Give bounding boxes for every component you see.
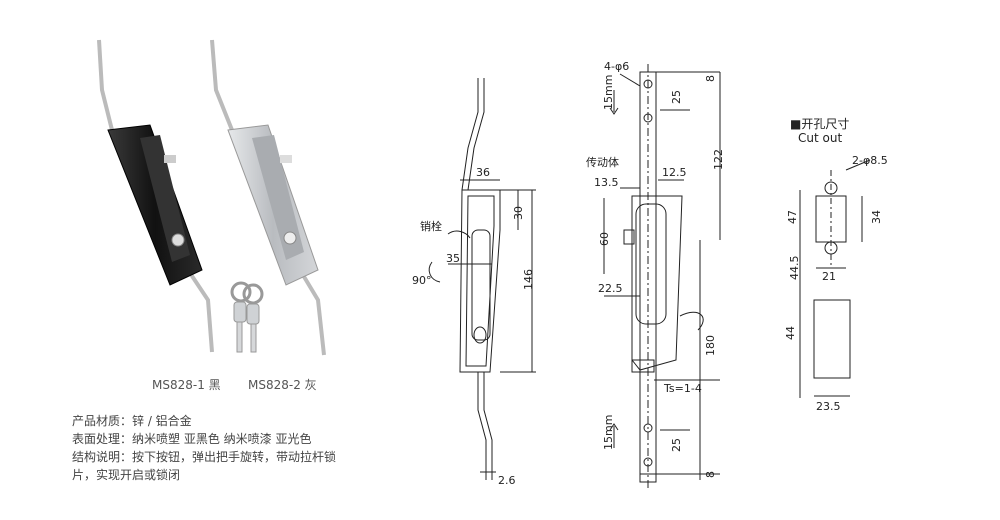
front-dim-25-top: 25 xyxy=(670,90,683,104)
front-dim-8-top: 8 xyxy=(704,75,717,82)
cutout-dim-34: 34 xyxy=(870,210,883,224)
side-dim-2-6: 2.6 xyxy=(498,474,516,487)
front-stroke-bottom: 15mm xyxy=(602,415,615,450)
side-dim-35: 35 xyxy=(446,252,460,265)
spec-finish: 表面处理：纳米喷塑 亚黑色 纳米喷漆 亚光色 xyxy=(72,432,312,446)
side-label-90: 90° xyxy=(412,274,432,287)
spec-material: 产品材质：锌 / 铝合金 xyxy=(72,414,192,428)
front-dim-8-bottom: 8 xyxy=(704,471,717,478)
front-stroke-top: 15mm xyxy=(602,75,615,110)
gray-handle xyxy=(210,39,326,356)
cutout-dim-44-5: 44.5 xyxy=(788,256,801,281)
front-dim-13-5: 13.5 xyxy=(594,176,619,189)
front-hole-spec: 4-φ6 xyxy=(604,60,629,73)
cutout-dim-21: 21 xyxy=(822,270,836,283)
cutout-hole-spec: 2-φ8.5 xyxy=(852,154,888,167)
side-view xyxy=(428,78,536,480)
front-dim-180: 180 xyxy=(704,335,717,356)
spec-structure: 结构说明：按下按钮，弹出把手旋转，带动拉杆锁 xyxy=(72,450,337,464)
front-label-body: 传动体 xyxy=(586,155,619,169)
product-photo xyxy=(97,39,326,356)
cutout-title-en: Cut out xyxy=(798,131,842,145)
front-dim-22-5: 22.5 xyxy=(598,282,623,295)
front-label-ts: Ts=1-4 xyxy=(663,382,702,395)
front-dim-122: 122 xyxy=(712,149,725,170)
cutout-dim-47: 47 xyxy=(786,210,799,224)
front-dim-12-5: 12.5 xyxy=(662,166,687,179)
front-view xyxy=(603,64,721,490)
product-label-gray: MS828-2 灰 xyxy=(248,378,317,392)
side-dim-146: 146 xyxy=(522,269,535,290)
cutout-dim-23-5: 23.5 xyxy=(816,400,841,413)
side-dim-30: 30 xyxy=(512,206,525,220)
side-dim-36: 36 xyxy=(476,166,490,179)
front-dim-60: 60 xyxy=(598,232,611,246)
black-handle xyxy=(97,39,214,353)
keys xyxy=(230,281,264,353)
cutout-title-cn: ■开孔尺寸 xyxy=(790,117,849,131)
side-label-pin: 销栓 xyxy=(420,219,442,233)
cutout-dim-44: 44 xyxy=(784,326,797,340)
front-dim-25-bottom: 25 xyxy=(670,438,683,452)
product-label-black: MS828-1 黑 xyxy=(152,378,221,392)
cutout-view xyxy=(799,159,871,398)
spec-structure-cont: 片，实现开启或锁闭 xyxy=(72,468,181,482)
